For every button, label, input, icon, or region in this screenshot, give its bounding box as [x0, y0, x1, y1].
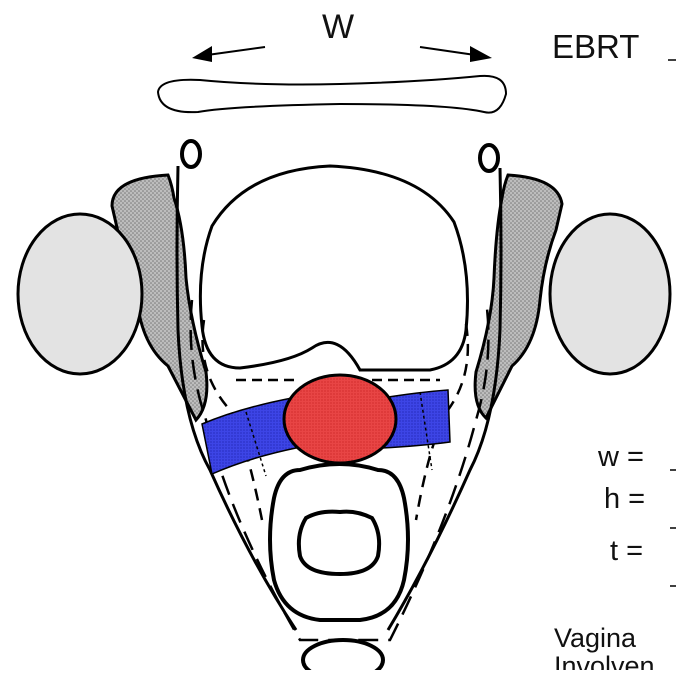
h-equals-label: h = [604, 483, 645, 515]
involvement-label: Involven [554, 651, 655, 670]
sacrum [303, 640, 383, 670]
w-equals-label: w = [597, 441, 644, 473]
left-femoral-head [18, 214, 142, 374]
width-arrows [192, 46, 492, 62]
right-femoral-head [550, 214, 670, 374]
annotation-blanks [668, 60, 676, 586]
vagina-label: Vagina [554, 623, 637, 653]
ebrt-label: EBRT [552, 28, 639, 65]
t-equals-label: t = [610, 535, 643, 567]
tumor [284, 375, 396, 463]
abdominal-wall [158, 76, 506, 113]
rectal-lumen [299, 512, 379, 574]
right-vessel [480, 145, 498, 171]
width-symbol-label: W [322, 8, 354, 46]
left-parametrium [202, 398, 296, 474]
bladder [200, 166, 467, 370]
left-vessel [182, 141, 200, 167]
